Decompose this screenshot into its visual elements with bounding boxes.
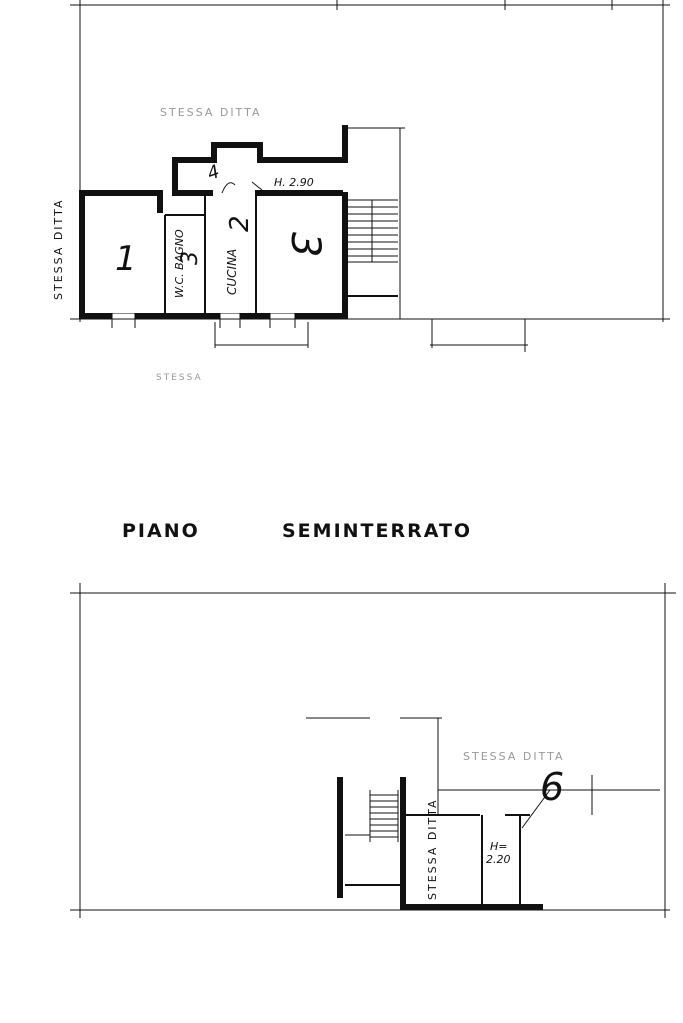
room-number-kitchen: 2 — [225, 215, 255, 232]
height-note-value: 2.20 — [486, 853, 511, 866]
basement-floor-plan: STESSA DITTA STESSA DITTA H= 2.20 6 — [70, 583, 676, 918]
staircase-upper — [345, 199, 398, 297]
room-number-1: 1 — [115, 239, 137, 279]
section-title-piano: PIANO — [122, 520, 200, 542]
door-swing — [251, 181, 263, 191]
section-title-seminterrato: SEMINTERRATO — [282, 520, 472, 542]
height-note-upper: H. 2.90 — [274, 176, 314, 189]
label-stessa-ditta-vertical: STESSA DITTA — [426, 799, 439, 900]
wall-room-1-top — [79, 190, 163, 213]
room-number-basement: 6 — [540, 765, 564, 809]
wall-corridor-left — [172, 157, 213, 196]
label-stessa-ditta-left: STESSA DITTA — [52, 199, 65, 300]
door-swing — [221, 182, 236, 194]
room-number-wc: 3 — [178, 251, 203, 265]
wall-basement-main — [400, 777, 543, 910]
upper-floor-plan: STESSA DITTA STESSA DITTA STESSA 1 W.C. … — [52, 0, 670, 383]
room-label-cucina: CUCINA — [225, 249, 239, 295]
wall-upper — [172, 125, 348, 163]
height-note-h: H= — [490, 840, 508, 853]
label-stessa-bottom: STESSA — [156, 373, 203, 383]
room-number-3: 3 — [282, 232, 328, 257]
staircase-basement — [369, 790, 399, 842]
room-label-wc-bagno: W.C. BAGNO — [173, 229, 186, 298]
label-stessa-ditta-top: STESSA DITTA — [160, 106, 261, 119]
label-stessa-ditta-top-basement: STESSA DITTA — [463, 750, 564, 763]
leader-line — [521, 789, 551, 829]
room-number-corridor: 4 — [205, 161, 223, 185]
